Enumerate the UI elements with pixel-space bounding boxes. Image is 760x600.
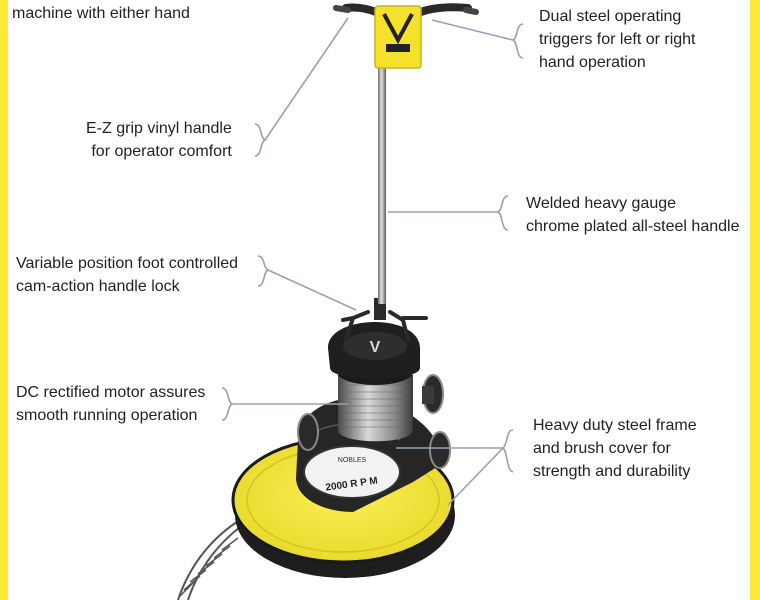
callout-frame: Heavy duty steel frame and brush cover f…	[533, 417, 697, 480]
callout-motor: DC rectified motor assures smooth runnin…	[16, 384, 206, 424]
leader-frame-2	[447, 447, 504, 506]
leader-lock	[267, 269, 357, 311]
callout-triggers: Dual steel operating triggers for left o…	[539, 8, 696, 71]
brace-frame	[501, 429, 514, 473]
diagram-frame: NOBLES 2000 R P M V	[8, 0, 750, 600]
leader-grip	[264, 17, 349, 141]
brace-motor	[221, 387, 235, 421]
callout-grip: E-Z grip vinyl handle for operator comfo…	[86, 120, 232, 160]
chrome-handle	[378, 68, 386, 304]
callout-handle-lock: Variable position foot controlled cam-ac…	[16, 255, 239, 295]
rpm-plate: NOBLES 2000 R P M	[303, 445, 401, 499]
floor-machine-illustration: NOBLES 2000 R P M V	[177, 3, 479, 600]
motor: V	[328, 322, 420, 442]
control-head	[333, 3, 479, 69]
brace-lock	[257, 255, 271, 287]
brace-triggers	[510, 23, 524, 59]
callout-either-hand: machine with either hand	[12, 5, 190, 22]
svg-text:V: V	[370, 339, 381, 356]
brand-label: NOBLES	[338, 457, 367, 464]
leader-lines	[221, 17, 524, 506]
brace-handle	[495, 195, 509, 231]
brace-grip	[254, 123, 268, 157]
callout-handle: Welded heavy gauge chrome plated all-ste…	[526, 195, 740, 235]
leader-triggers	[431, 19, 514, 41]
wheels	[297, 374, 451, 469]
power-cord	[177, 519, 245, 600]
